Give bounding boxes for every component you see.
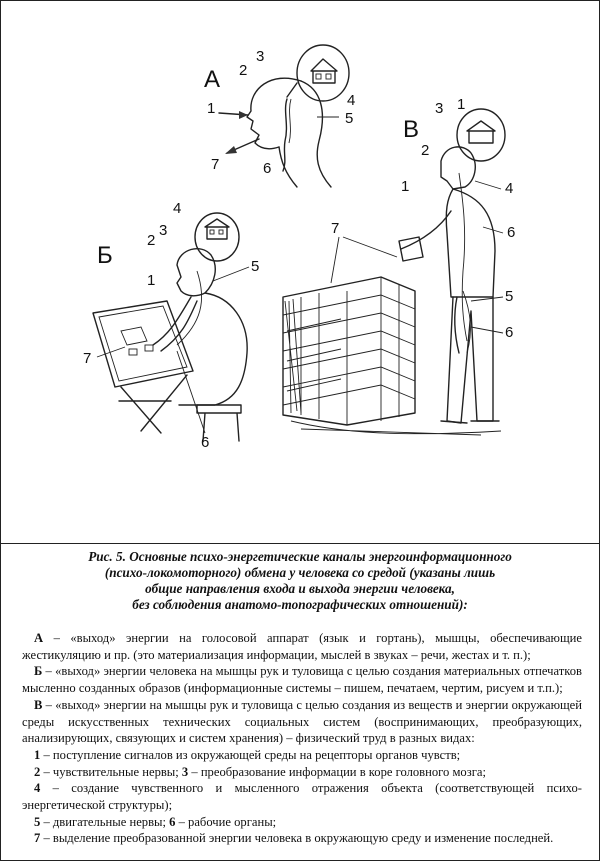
scene-v-letter: В	[403, 116, 419, 143]
legend-item-3-text: – преобразование информации в коре голов…	[188, 765, 486, 779]
label-v-1: 1	[401, 178, 409, 195]
torso-b	[179, 293, 247, 405]
thought-bubble-b	[195, 213, 239, 261]
house-icon	[311, 59, 337, 83]
label-v-6-upper: 6	[507, 224, 515, 241]
label-a-4: 4	[347, 92, 355, 109]
scene-b-letter: Б	[97, 242, 113, 269]
brick-wall	[283, 277, 415, 425]
legend-item-5: 5 – двигательные нервы; 6 – рабочие орга…	[22, 814, 582, 831]
caption-divider	[1, 543, 599, 544]
legend-b-text: – «выход» энергии человека на мышцы рук …	[22, 664, 582, 695]
illustration: А 1 2 3 4 5 6 7 Б	[1, 1, 599, 543]
label-v-5-lower: 5	[505, 288, 513, 305]
caption-line-2: (психо-локомоторного) обмена у человека …	[0, 565, 600, 581]
legend-item-7: 7 – выделение преобразованной энергии че…	[22, 830, 582, 847]
thought-bubble-v	[457, 109, 505, 161]
scene-b: Б 4 2 3 1 5 6 7	[83, 200, 259, 451]
label-a-1: 1	[207, 100, 215, 117]
ground	[291, 421, 501, 435]
label-b-6: 6	[201, 434, 209, 451]
label-a-6: 6	[263, 160, 271, 177]
label-v-3: 3	[435, 100, 443, 117]
legend-item-1: 1 – поступление сигналов из окружающей с…	[22, 747, 582, 764]
scene-a-letter: А	[204, 66, 220, 93]
caption-line-3: общие направления входа и выхода энергии…	[0, 581, 600, 597]
label-a-7: 7	[211, 156, 219, 173]
legend-item-4-text: – создание чувственного и мысленного отр…	[22, 781, 582, 812]
label-b-4: 4	[173, 200, 181, 217]
label-b-1: 1	[147, 272, 155, 289]
legend-a-text: – «выход» энергии на голосовой аппарат (…	[22, 631, 582, 662]
label-v-7: 7	[331, 220, 339, 237]
legend-item-6-text: – рабочие органы;	[175, 815, 276, 829]
house-icon	[467, 121, 495, 143]
nerve-bundle-a	[283, 99, 287, 171]
legend-item-5-text: – двигательные нервы;	[40, 815, 169, 829]
house-icon	[205, 219, 229, 239]
legend-item-1-text: – поступление сигналов из окружающей сре…	[40, 748, 460, 762]
head-v	[441, 147, 475, 189]
legend-v: В – «выход» энергии на мышцы рук и тулов…	[22, 697, 582, 747]
label-v-2: 2	[421, 142, 429, 159]
caption-line-1: Рис. 5. Основные психо-энергетические ка…	[0, 549, 600, 565]
neck-a	[279, 147, 297, 187]
legend-a-key: А	[34, 631, 43, 645]
label-a-5: 5	[345, 110, 353, 127]
label-a-2: 2	[239, 62, 247, 79]
figure-legend: А – «выход» энергии на голосовой аппарат…	[22, 630, 582, 847]
label-b-5: 5	[251, 258, 259, 275]
arm-v	[401, 211, 451, 249]
scene-a: А 1 2 3 4 5 6 7	[204, 45, 355, 187]
label-b-3: 3	[159, 222, 167, 239]
label-v-5-upper: 4	[505, 180, 513, 197]
legend-v-text: – «выход» энергии на мышцы рук и туловищ…	[22, 698, 582, 745]
label-v-1-top: 1	[457, 96, 465, 113]
label-b-7: 7	[83, 350, 91, 367]
thought-bubble-a	[297, 45, 349, 101]
head-back-a	[301, 81, 331, 187]
head-b	[177, 249, 215, 296]
figure-caption: Рис. 5. Основные психо-энергетические ка…	[0, 549, 600, 613]
torso-v	[446, 189, 495, 297]
arm-b	[153, 297, 191, 345]
label-v-6-lower: 6	[505, 324, 513, 341]
legend-item-4: 4 – создание чувственного и мысленного о…	[22, 780, 582, 813]
legend-a: А – «выход» энергии на голосовой аппарат…	[22, 630, 582, 663]
legend-item-2-text: – чувствительные нервы;	[40, 765, 182, 779]
legend-item-2: 2 – чувствительные нервы; 3 – преобразов…	[22, 764, 582, 781]
caption-line-4: без соблюдения анатомо-топографических о…	[0, 597, 600, 613]
label-a-3: 3	[256, 48, 264, 65]
legend-item-7-text: – выделение преобразованной энергии чело…	[40, 831, 553, 845]
legend-b: Б – «выход» энергии человека на мышцы ру…	[22, 663, 582, 696]
label-b-2: 2	[147, 232, 155, 249]
